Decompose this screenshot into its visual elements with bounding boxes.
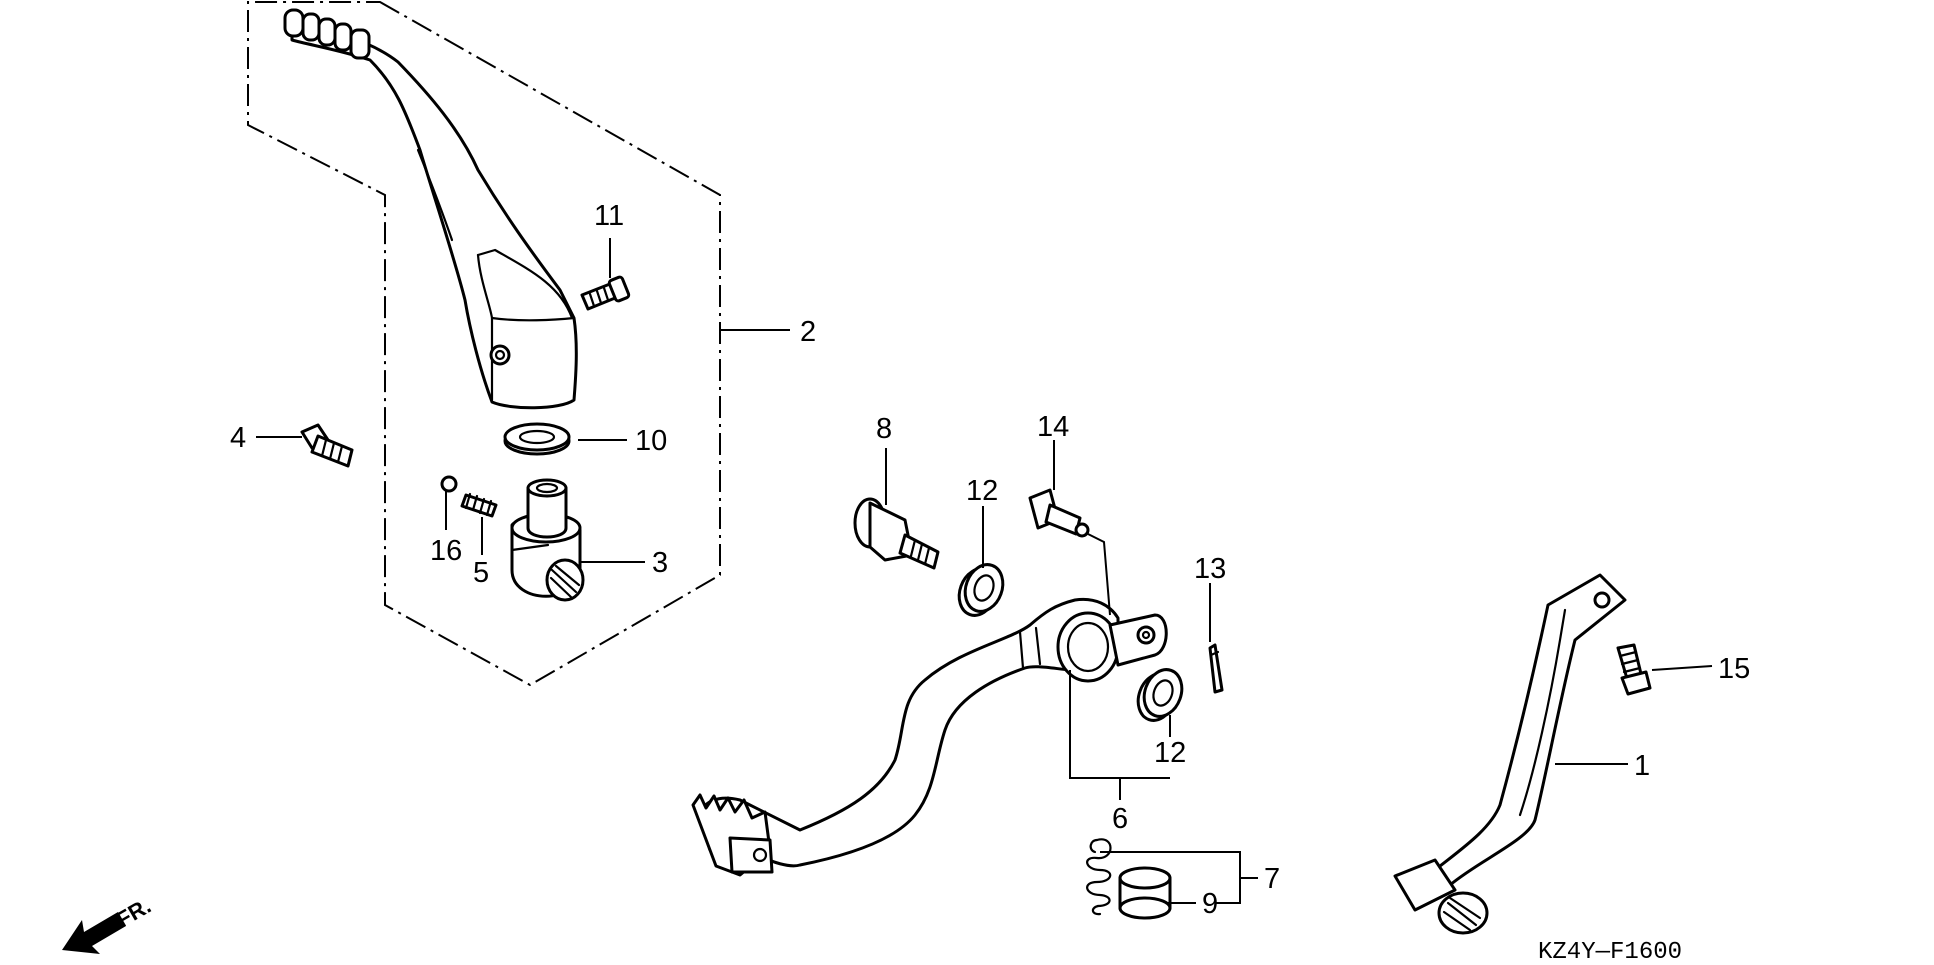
- bolt-4: [300, 423, 354, 468]
- kick-arm-1: [1393, 573, 1627, 935]
- callout-16: 16: [430, 535, 462, 567]
- bolt-11: [580, 275, 631, 311]
- spring-5: [460, 492, 498, 518]
- diagram-code: KZ4Y—F1600: [1538, 939, 1682, 965]
- joint-pin-14: [1028, 488, 1090, 538]
- callout-11: 11: [594, 200, 624, 232]
- seal-10: [503, 422, 571, 456]
- callout-5: 5: [473, 557, 489, 589]
- pin-14-guide: [1087, 533, 1111, 616]
- cotter-pin-13: [1208, 643, 1224, 694]
- callout-2: 2: [800, 316, 816, 348]
- callout-12-lower: 12: [1154, 737, 1186, 769]
- callout-7: 7: [1264, 863, 1280, 895]
- ball-16: [440, 475, 458, 493]
- shift-pedal: [691, 597, 1168, 877]
- callout-1: 1: [1634, 750, 1650, 782]
- callout-6: 6: [1112, 803, 1128, 835]
- callout-3: 3: [652, 547, 668, 579]
- callout-10: 10: [635, 425, 667, 457]
- kick-boss-3: [510, 478, 585, 602]
- collar-9: [1118, 866, 1172, 920]
- callout-12-upper: 12: [966, 475, 998, 507]
- arrow-down-left-icon: [62, 912, 126, 954]
- seal-12-upper: [957, 563, 1005, 617]
- pivot-bolt-8: [853, 497, 940, 570]
- callout-8: 8: [876, 413, 892, 445]
- kick-arm: [290, 20, 578, 410]
- callout-13: 13: [1194, 553, 1226, 585]
- front-direction-indicator: FR.: [62, 893, 155, 954]
- callout-9: 9: [1202, 888, 1218, 920]
- callout-14: 14: [1037, 411, 1069, 443]
- assembly-2-boundary: [247, 1, 721, 687]
- leader-lines: [256, 238, 1713, 904]
- bolt-15: [1616, 643, 1652, 696]
- kick-arm-grip: [283, 8, 371, 60]
- callout-15: 15: [1718, 653, 1750, 685]
- callouts: 2 4 10 11 16 5 3 8 12 14 13 12 6 7 9 1 1…: [230, 200, 1750, 920]
- seal-12-lower: [1136, 668, 1184, 722]
- return-spring-7: [1086, 838, 1112, 916]
- callout-4: 4: [230, 422, 246, 454]
